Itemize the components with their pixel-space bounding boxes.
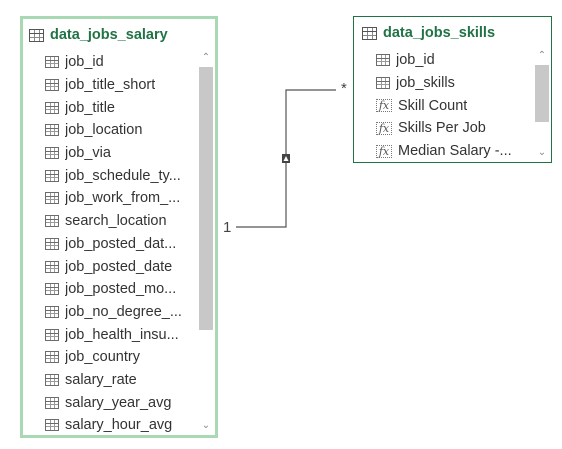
table-column-icon [45,56,59,69]
scroll-thumb[interactable] [199,67,213,330]
table-column-icon [45,124,59,137]
field-list: job_id job_title_short job_title job_locati… [23,51,197,435]
table-column-icon [45,260,59,273]
field-item[interactable]: search_location [23,210,197,233]
field-label: job_title_short [65,77,156,94]
scroll-track[interactable] [535,65,549,144]
table-column-icon [45,101,59,114]
table-column-icon [45,305,59,318]
table-title: data_jobs_skills [383,25,496,41]
field-label: job_country [65,349,140,366]
many-cardinality-label: * [341,80,347,97]
field-item[interactable]: salary_year_avg [23,391,197,414]
table-column-icon [45,396,59,409]
field-item[interactable]: job_no_degree_... [23,301,197,324]
scroll-track[interactable] [199,67,213,417]
field-item[interactable]: job_posted_date [23,255,197,278]
field-label: job_id [65,54,104,71]
field-item[interactable]: job_work_from_... [23,187,197,210]
field-label: job_skills [396,75,455,92]
field-label: search_location [65,213,167,230]
scroll-thumb[interactable] [535,65,549,122]
field-label: job_title [65,99,115,116]
table-column-icon [45,169,59,182]
field-label: job_via [65,145,111,162]
table-column-icon [45,79,59,92]
field-item[interactable]: job_id [23,51,197,74]
field-label: Skills Per Job [398,120,486,137]
field-label: Median Salary -... [398,143,512,160]
scrollbar[interactable]: ⌃ ⌄ [535,49,549,160]
table-column-icon [45,215,59,228]
scroll-down-icon[interactable]: ⌄ [537,147,547,158]
table-column-icon [45,192,59,205]
field-label: salary_rate [65,371,137,388]
table-icon [362,26,377,40]
field-item[interactable]: salary_rate [23,369,197,392]
measure-fx-icon: fx [376,99,392,113]
field-item[interactable]: job_via [23,142,197,165]
field-item[interactable]: job_title_short [23,74,197,97]
field-item[interactable]: job_posted_dat... [23,233,197,256]
one-cardinality-label: 1 [223,219,232,236]
table-column-icon [45,147,59,160]
field-label: job_posted_dat... [65,235,177,252]
table-title: data_jobs_salary [50,27,168,43]
table-column-icon [45,237,59,250]
field-label: salary_year_avg [65,394,172,411]
table-column-icon [45,328,59,341]
field-item[interactable]: fx Median Salary -... [354,140,533,162]
scroll-down-icon[interactable]: ⌄ [201,420,211,431]
field-label: job_posted_date [65,258,173,275]
field-label: job_posted_mo... [65,281,177,298]
table-header[interactable]: data_jobs_skills [354,17,551,49]
field-item[interactable]: job_title [23,96,197,119]
scroll-up-icon[interactable]: ⌃ [537,50,547,61]
scrollbar[interactable]: ⌃ ⌄ [199,51,213,433]
table-column-icon [376,54,390,67]
field-label: job_schedule_ty... [65,167,181,184]
field-label: Skill Count [398,97,468,114]
field-item[interactable]: job_health_insu... [23,323,197,346]
table-column-icon [376,77,390,90]
field-item[interactable]: fx Skills Per Job [354,117,533,140]
field-label: job_location [65,122,143,139]
field-label: job_health_insu... [65,326,179,343]
field-item[interactable]: job_schedule_ty... [23,164,197,187]
scroll-up-icon[interactable]: ⌃ [201,52,211,63]
table-icon [29,28,44,42]
measure-fx-icon: fx [376,144,392,158]
field-item[interactable]: fx Skill Count [354,94,533,117]
field-item[interactable]: job_country [23,346,197,369]
table-column-icon [45,419,59,432]
table-header[interactable]: data_jobs_salary [23,19,215,51]
table-column-icon [45,283,59,296]
table-column-icon [45,351,59,364]
field-item[interactable]: job_skills [354,72,533,95]
field-label: job_no_degree_... [65,303,182,320]
table-column-icon [45,373,59,386]
field-item[interactable]: job_id [354,49,533,72]
field-label: salary_hour_avg [65,417,173,434]
field-item[interactable]: job_posted_mo... [23,278,197,301]
measure-fx-icon: fx [376,121,392,135]
field-item[interactable]: job_location [23,119,197,142]
field-label: job_id [396,52,435,69]
field-label: job_work_from_... [65,190,181,207]
field-item[interactable]: salary_hour_avg [23,414,197,435]
